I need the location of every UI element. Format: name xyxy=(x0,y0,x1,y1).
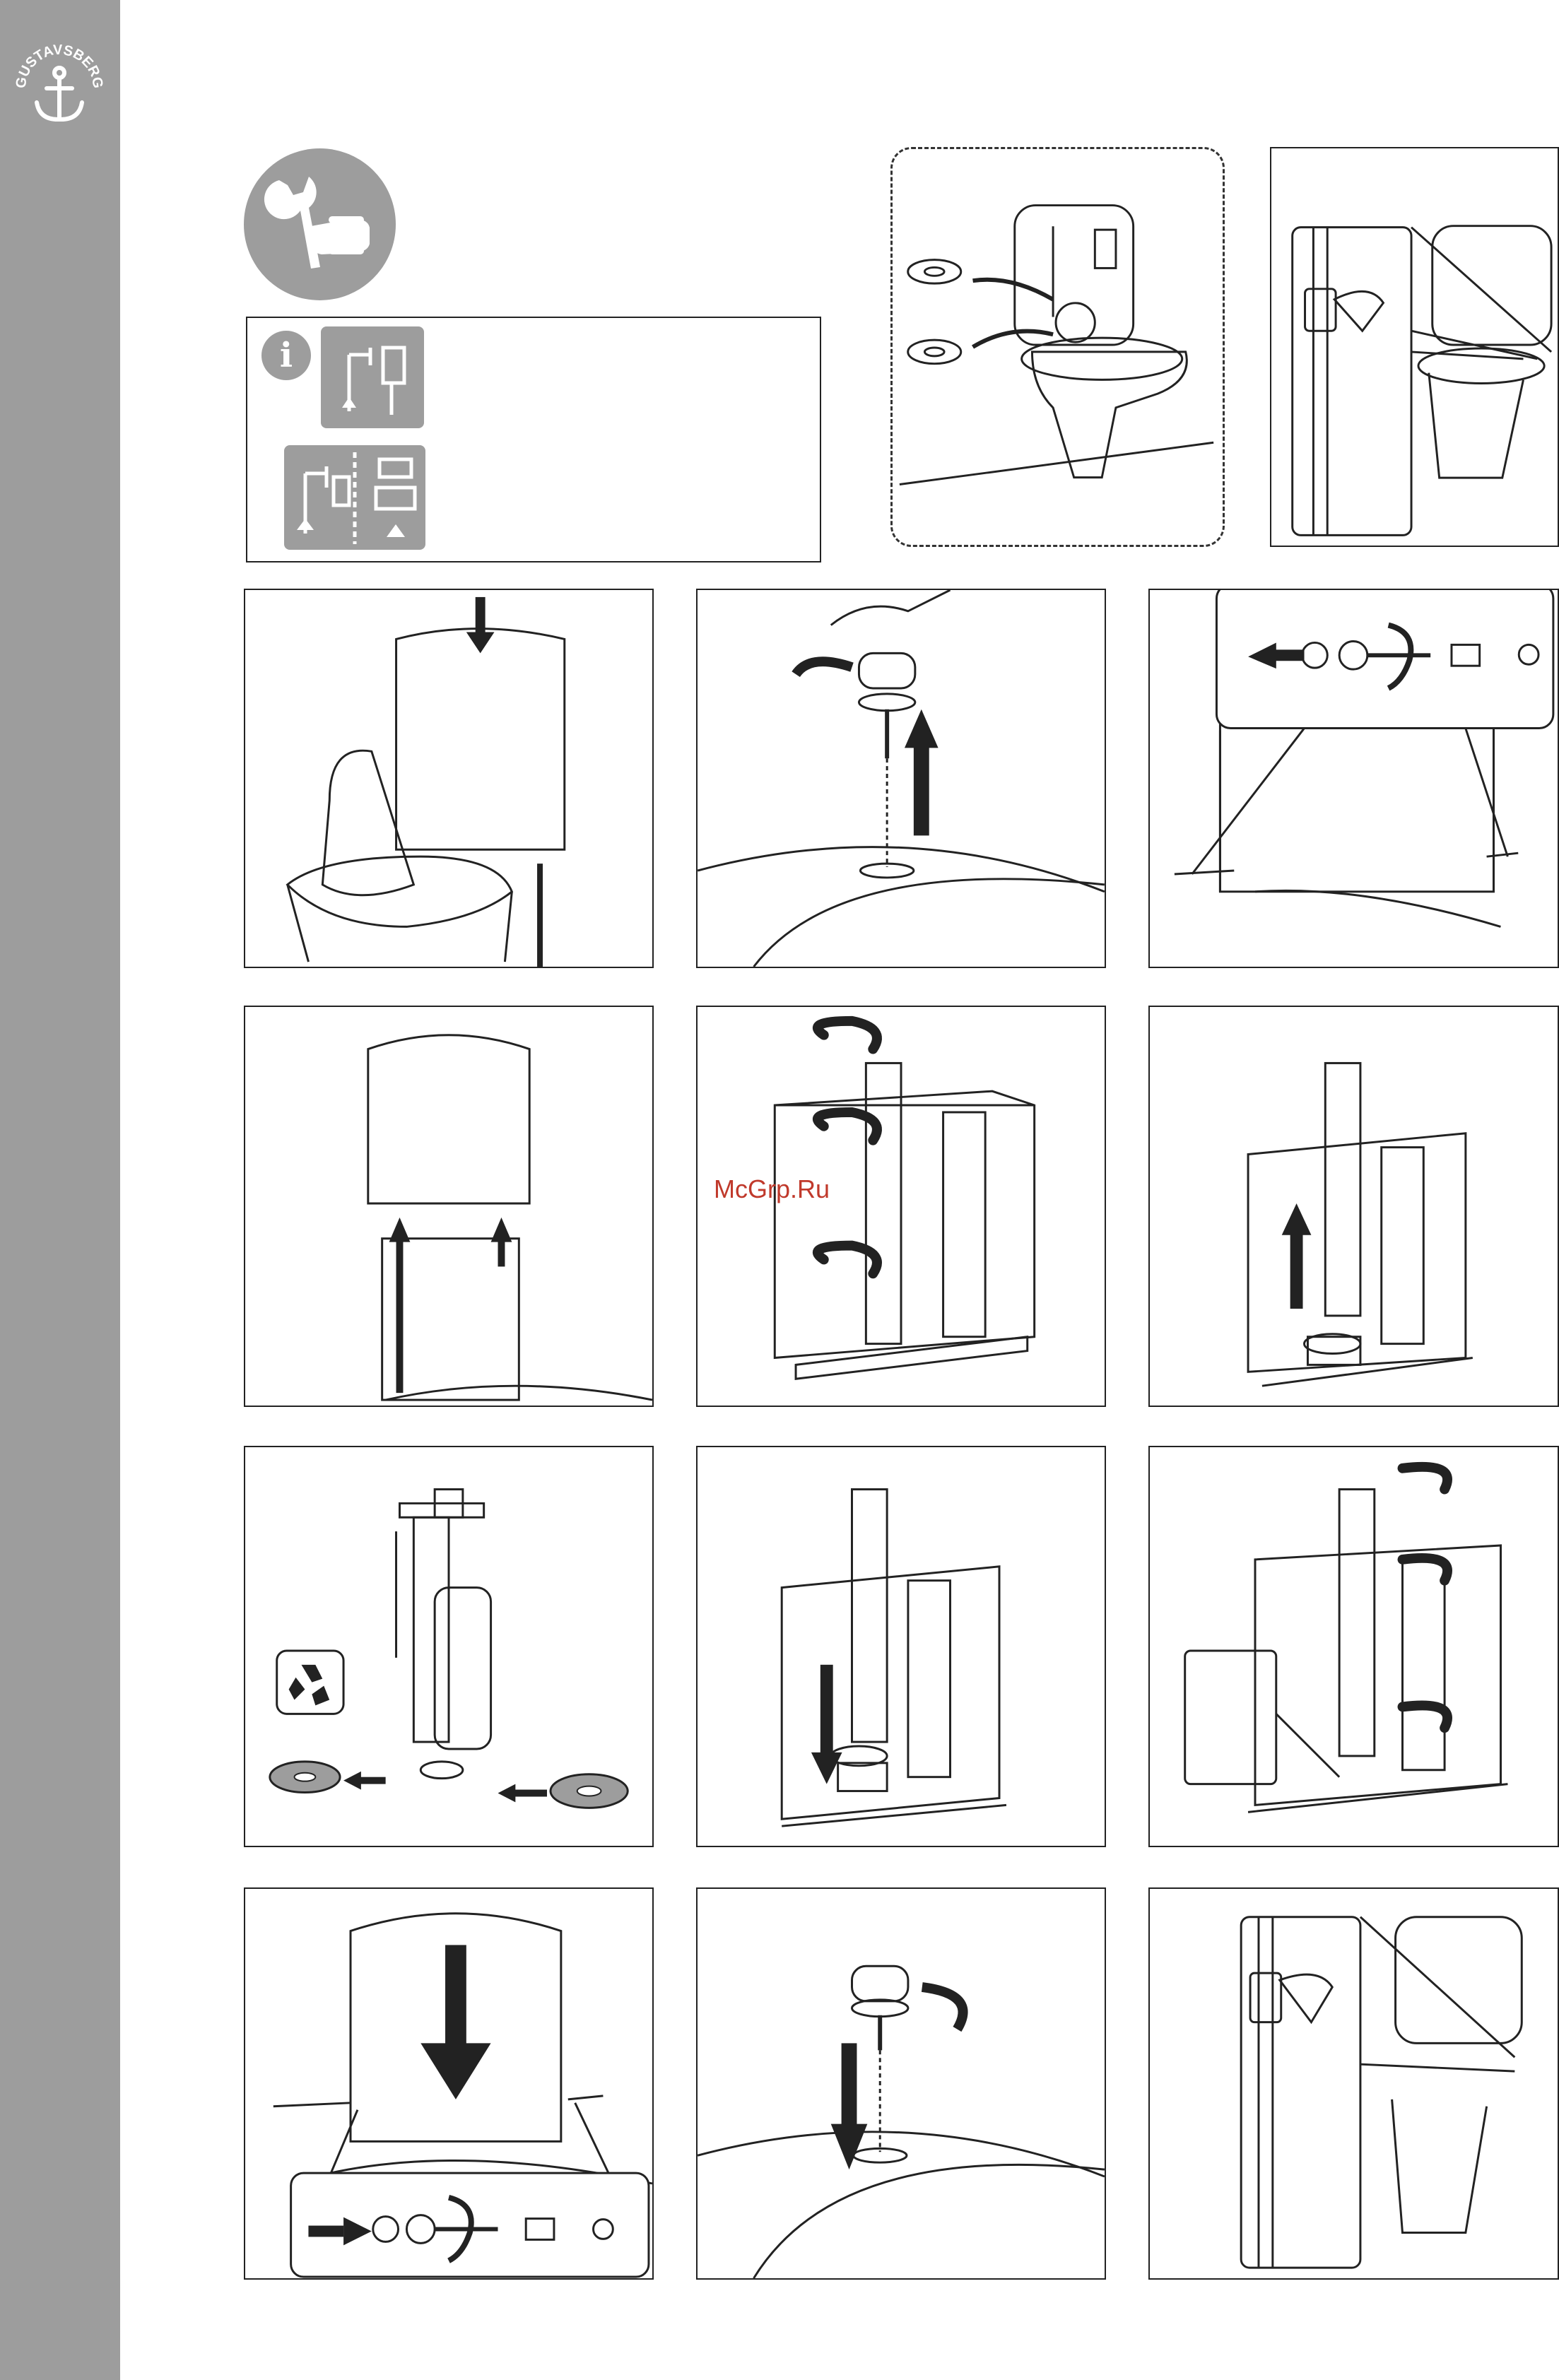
info-box: i xyxy=(246,317,821,562)
info-icon: i xyxy=(261,331,311,380)
panel-lift-tank xyxy=(244,1006,654,1407)
brand-sidebar: GUSTAVSBERG xyxy=(0,0,120,2380)
panel-flush-tank xyxy=(244,589,654,968)
panel-remove-seal xyxy=(890,147,1225,547)
panel-refit-flush-button xyxy=(696,1887,1106,2280)
panel-unscrew-flush-button xyxy=(696,589,1106,968)
recycle-icon xyxy=(277,1651,343,1714)
panel-close-water-valve xyxy=(1270,147,1559,547)
gustavsberg-anchor-logo: GUSTAVSBERG xyxy=(10,32,109,131)
valve-adjust-icon xyxy=(284,445,425,550)
panel-refit-tank xyxy=(244,1887,654,2280)
panel-remove-tank-screws xyxy=(1148,589,1559,968)
panel-unlock-flush-valve xyxy=(696,1006,1106,1407)
panel-lift-out-flush-valve xyxy=(1148,1006,1559,1407)
panel-lock-flush-valve xyxy=(1148,1446,1559,1847)
panel-replace-seal xyxy=(244,1446,654,1847)
wrench-hand-icon xyxy=(244,148,396,300)
fill-valve-height-icon xyxy=(321,326,424,428)
watermark-text: McGrp.Ru xyxy=(714,1174,830,1204)
panel-open-water-valve xyxy=(1148,1887,1559,2280)
panel-insert-flush-valve xyxy=(696,1446,1106,1847)
